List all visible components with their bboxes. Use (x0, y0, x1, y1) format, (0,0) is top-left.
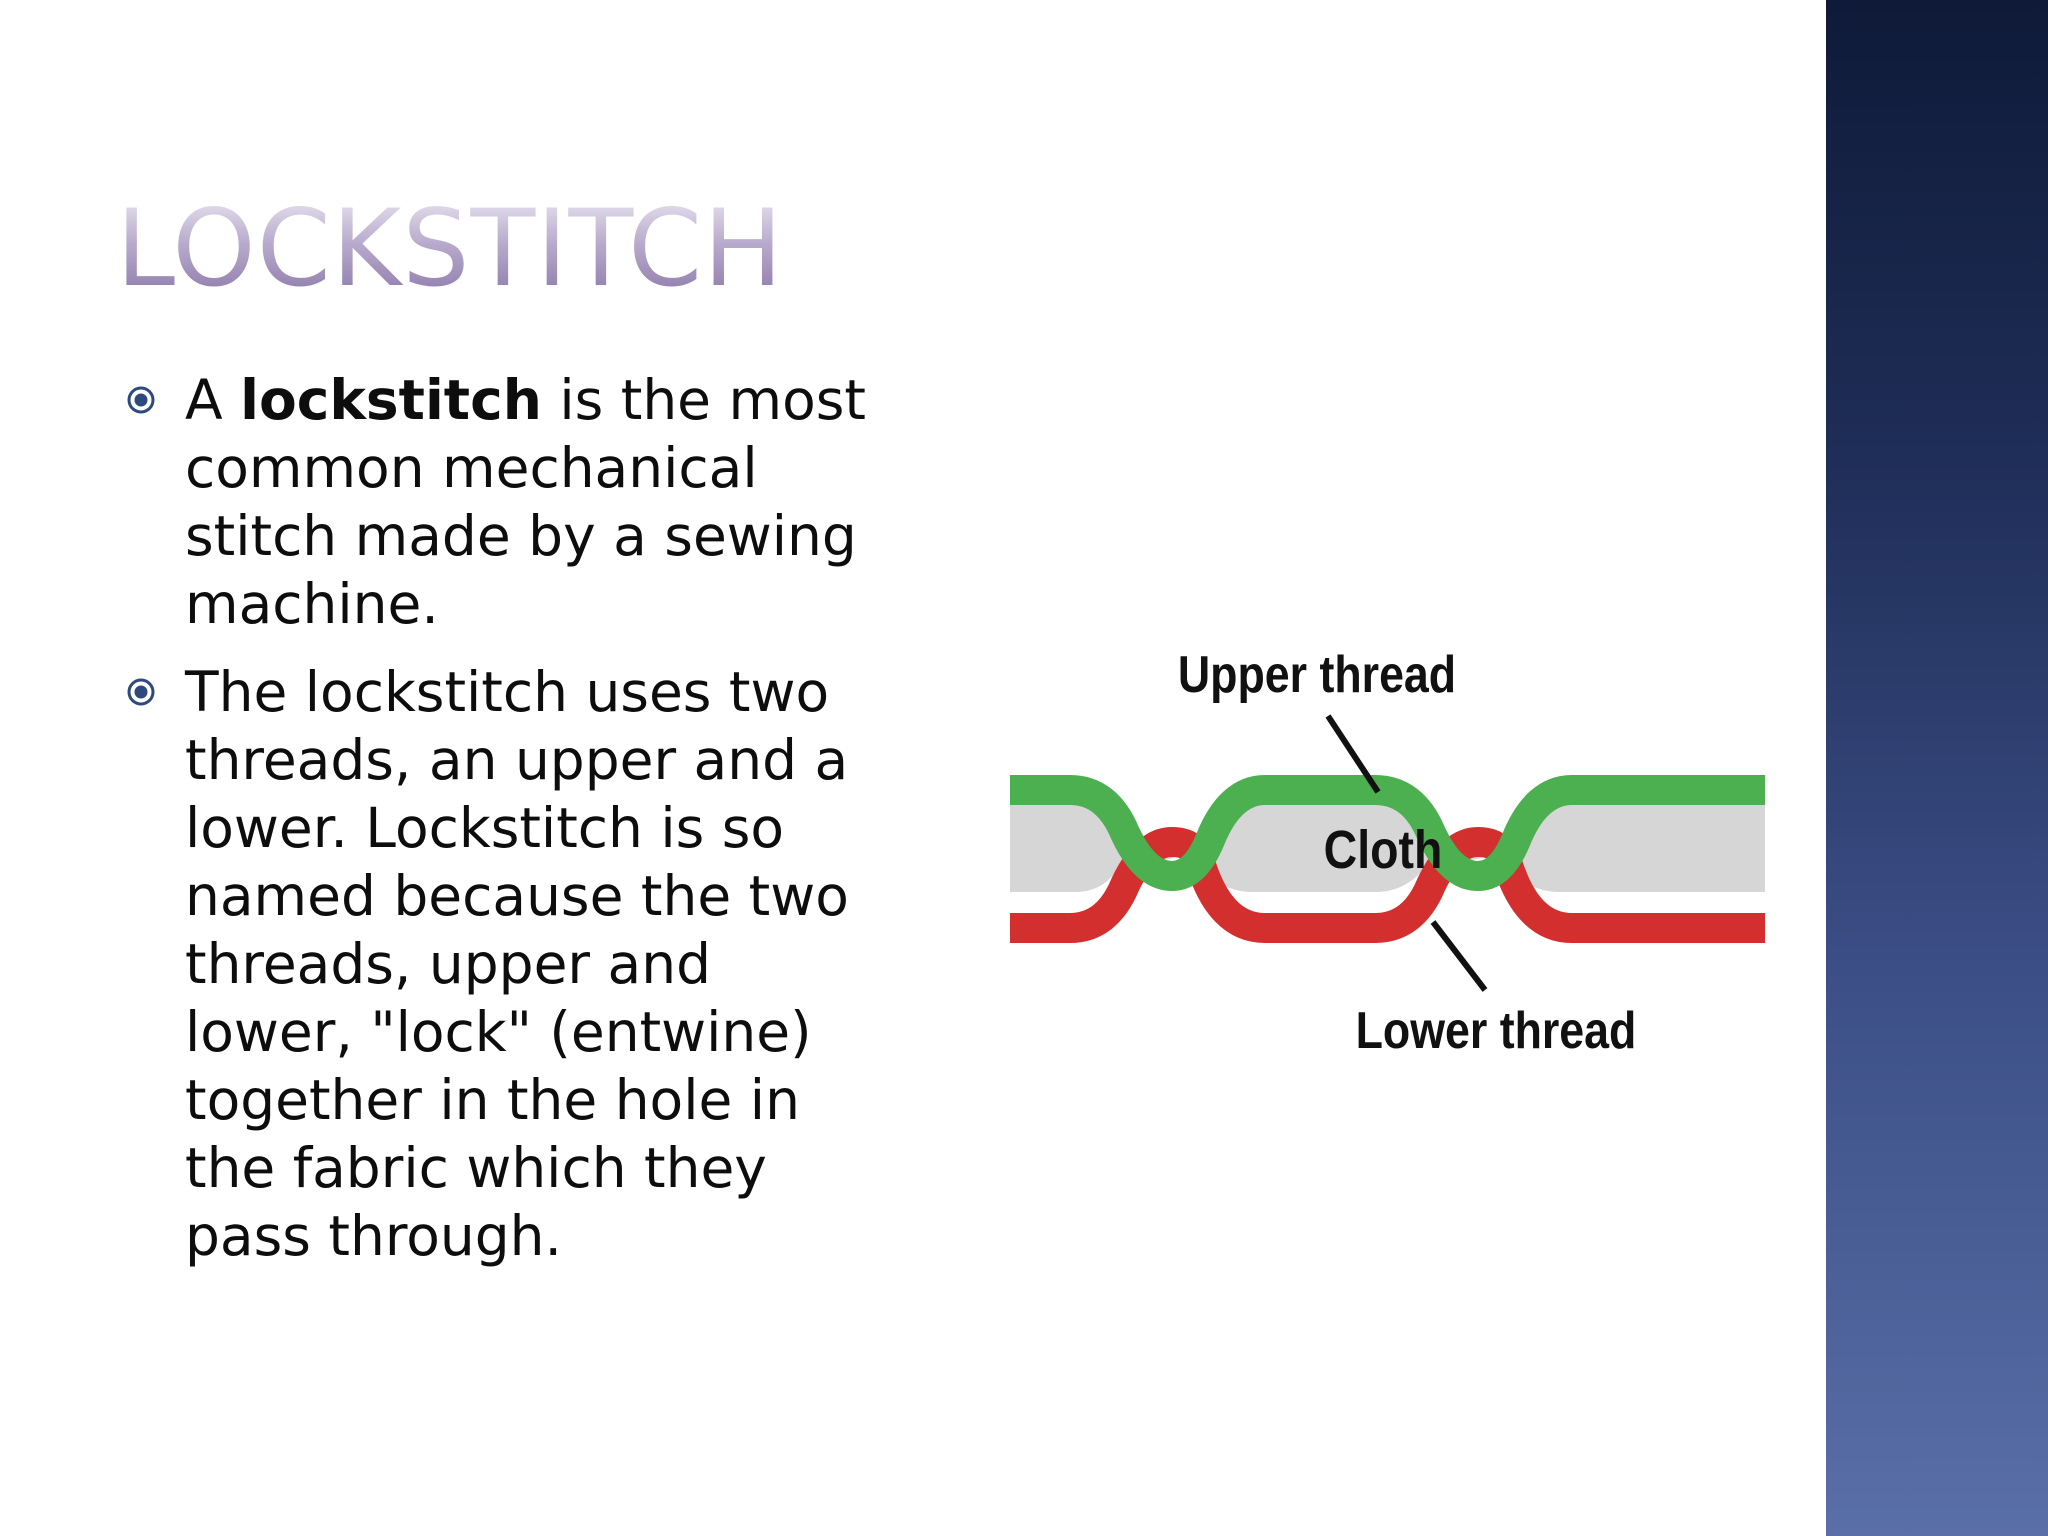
slide-title: Lockstitch (116, 187, 784, 310)
bullet-text: The lockstitch uses two threads, an uppe… (185, 660, 849, 1268)
side-gradient-band (1826, 0, 2048, 1536)
lower-pointer-line (1430, 920, 1488, 992)
cloth-shape (1010, 803, 1765, 892)
bullet-bold-term: lockstitch (240, 368, 542, 432)
bullet-text: A lockstitch is the most common mechanic… (185, 368, 866, 636)
bullet-suffix: is the most common mechanical stitch mad… (185, 368, 866, 636)
cloth-label: Cloth (1324, 819, 1443, 880)
upper-thread-label: Upper thread (1178, 646, 1456, 704)
bullet-prefix: A (185, 368, 241, 432)
bullet-list: A lockstitch is the most common mechanic… (124, 366, 884, 1290)
bullet-item: A lockstitch is the most common mechanic… (124, 366, 884, 638)
target-bullet-icon (127, 386, 155, 414)
upper-thread (1010, 775, 1765, 891)
upper-pointer-line (1325, 714, 1381, 794)
lower-thread-label: Lower thread (1356, 1002, 1637, 1060)
target-bullet-icon (127, 678, 155, 706)
lockstitch-diagram: Upper thread Cloth Lower thread (1010, 646, 1765, 1060)
bullet-item: The lockstitch uses two threads, an uppe… (124, 658, 884, 1270)
